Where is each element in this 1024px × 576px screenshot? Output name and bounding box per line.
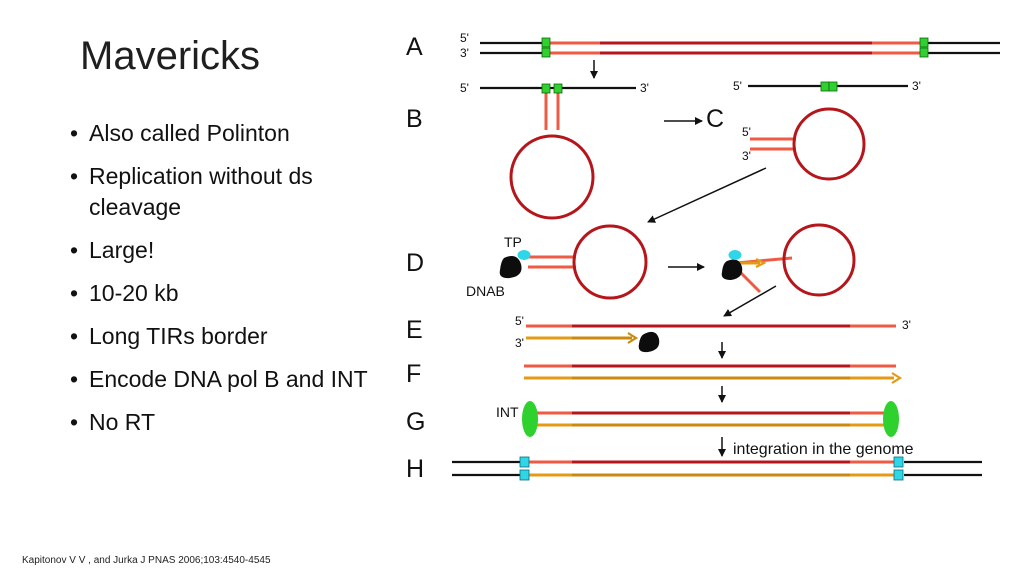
end-label: 5' (515, 314, 524, 328)
bullet-dot: • (70, 323, 79, 349)
bullet-item: • Encode DNA pol B and INT (70, 364, 380, 395)
panel-label-d: D (406, 249, 424, 277)
panel-a: 5' 3' 3' 5' (460, 31, 1000, 60)
panel-c: 5' 3' 5' 3' (733, 79, 921, 181)
bullet-item: • Replication without ds cleavage (70, 161, 380, 223)
int-label: INT (496, 404, 519, 420)
panel-h (452, 456, 982, 481)
bullet-item: • 10-20 kb (70, 278, 380, 309)
panel-d-left: TP DNAB (466, 224, 648, 300)
bullet-text: Replication without ds cleavage (89, 163, 313, 220)
slide-title: Mavericks (80, 34, 261, 78)
panel-f (524, 364, 903, 384)
bullet-text: Also called Polinton (89, 120, 290, 146)
end-label: 5' (460, 81, 469, 95)
panel-g: INT (496, 401, 899, 437)
bullet-item: • No RT (70, 407, 380, 438)
bullet-list: • Also called Polinton • Replication witho… (70, 118, 380, 450)
panel-b: 5' 3' (460, 81, 649, 220)
end-label: 5' (460, 31, 469, 45)
dnab-label: DNAB (466, 283, 505, 299)
bullet-item: • Large! (70, 235, 380, 266)
bullet-dot: • (70, 120, 79, 146)
end-label: 3' (515, 336, 524, 350)
bullet-dot: • (70, 237, 79, 263)
panel-label-f: F (406, 360, 421, 388)
panel-e: 5' 3' 3' (515, 314, 911, 353)
bullet-dot: • (70, 366, 79, 392)
maverick-diagram: A B C D E F G H 5' 3' 3' 5' (406, 31, 1000, 483)
bullet-text: Long TIRs border (89, 323, 268, 349)
bullet-text: 10-20 kb (89, 280, 179, 306)
end-label: 3' (902, 318, 911, 332)
bullet-dot: • (70, 280, 79, 306)
end-label: 3' (742, 149, 751, 163)
end-label: 5' (742, 125, 751, 139)
panel-d-right (721, 223, 856, 297)
panel-label-c: C (706, 105, 724, 133)
panel-label-a: A (406, 33, 423, 61)
end-label: 5' (733, 79, 742, 93)
bullet-text: Large! (89, 237, 155, 263)
end-label: 3' (640, 81, 649, 95)
end-label: 3' (912, 79, 921, 93)
panel-label-e: E (406, 316, 423, 344)
panel-label-g: G (406, 408, 425, 436)
panel-label-b: B (406, 105, 423, 133)
bullet-item: • Also called Polinton (70, 118, 380, 149)
bullet-text: Encode DNA pol B and INT (89, 366, 368, 392)
citation: Kapitonov V V , and Jurka J PNAS 2006;10… (22, 555, 271, 566)
bullet-dot: • (70, 163, 79, 189)
tp-label: TP (504, 234, 522, 250)
bullet-dot: • (70, 409, 79, 435)
integration-label: integration in the genome (733, 441, 914, 458)
bullet-text: No RT (89, 409, 156, 435)
panel-label-h: H (406, 455, 424, 483)
end-label: 3' (460, 46, 469, 60)
bullet-item: • Long TIRs border (70, 321, 380, 352)
